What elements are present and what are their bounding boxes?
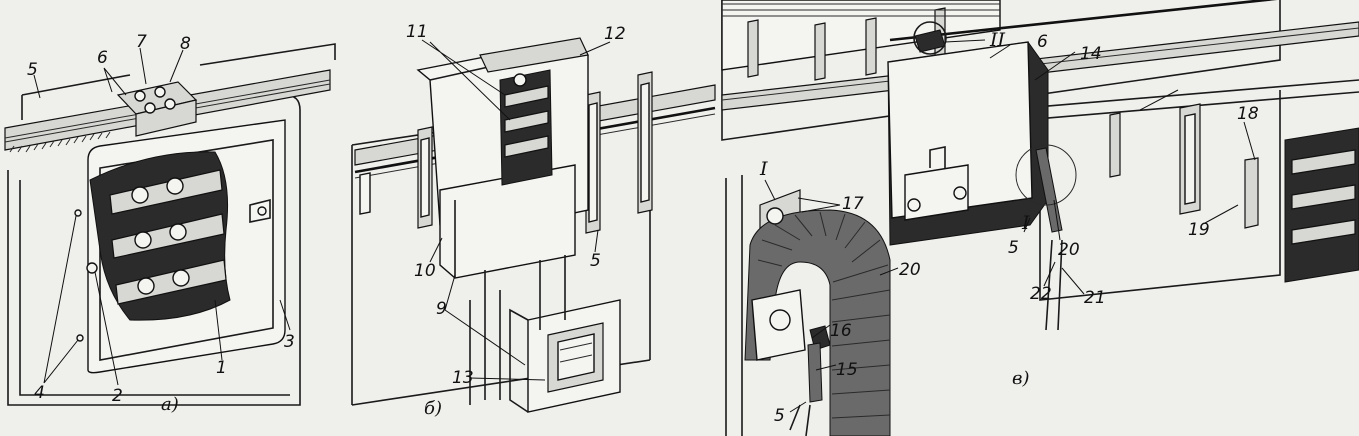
callout-18: 18: [1237, 104, 1259, 124]
callout-11: 11: [406, 22, 428, 42]
callout-1: 1: [216, 358, 227, 378]
callout-12: 12: [604, 24, 626, 44]
callout-15: 15: [836, 360, 858, 380]
callout-13: 13: [452, 368, 474, 388]
callout-10: 10: [414, 261, 436, 281]
callout-4: 4: [34, 383, 45, 403]
panel-c-drawing: [721, 0, 1359, 436]
callout-3: 3: [284, 332, 295, 352]
panel-b-drawing: [351, 37, 716, 413]
callout-2: 2: [112, 386, 123, 406]
panel-c-terminal-block: [1284, 127, 1359, 283]
callout-5-panel-b: 5: [590, 251, 601, 271]
callout-7: 7: [136, 32, 147, 52]
callout-6-panel-a: 6: [97, 48, 108, 68]
callout-20-detail: 20: [899, 260, 921, 280]
caption-panel-c: в): [1012, 368, 1030, 389]
roman-mark-i-right: I: [1022, 212, 1030, 234]
roman-mark-ii: II: [990, 29, 1006, 51]
callout-17: 17: [842, 194, 864, 214]
callout-8: 8: [180, 34, 191, 54]
roman-mark-i-left: I: [760, 158, 768, 180]
callout-22: 22: [1030, 284, 1052, 304]
callout-19: 19: [1188, 220, 1210, 240]
detail-i-flexible-hose: [725, 175, 891, 436]
panel-a-drawing: [4, 43, 336, 406]
callout-16: 16: [830, 321, 852, 341]
caption-panel-b: б): [424, 398, 443, 419]
callout-5-panel-a: 5: [27, 60, 38, 80]
callout-9: 9: [436, 299, 447, 319]
callout-20-panel-c: 20: [1058, 240, 1080, 260]
callout-5-detail: 5: [774, 406, 785, 426]
panel-c-back-plate: [721, 0, 1001, 71]
caption-panel-a: а): [161, 394, 179, 415]
callout-5-panel-c: 5: [1008, 238, 1019, 258]
callout-21: 21: [1084, 288, 1106, 308]
callout-14: 14: [1080, 44, 1102, 64]
panel-b-terminal-comb: [499, 69, 553, 186]
callout-6-panel-c: 6: [1037, 32, 1048, 52]
